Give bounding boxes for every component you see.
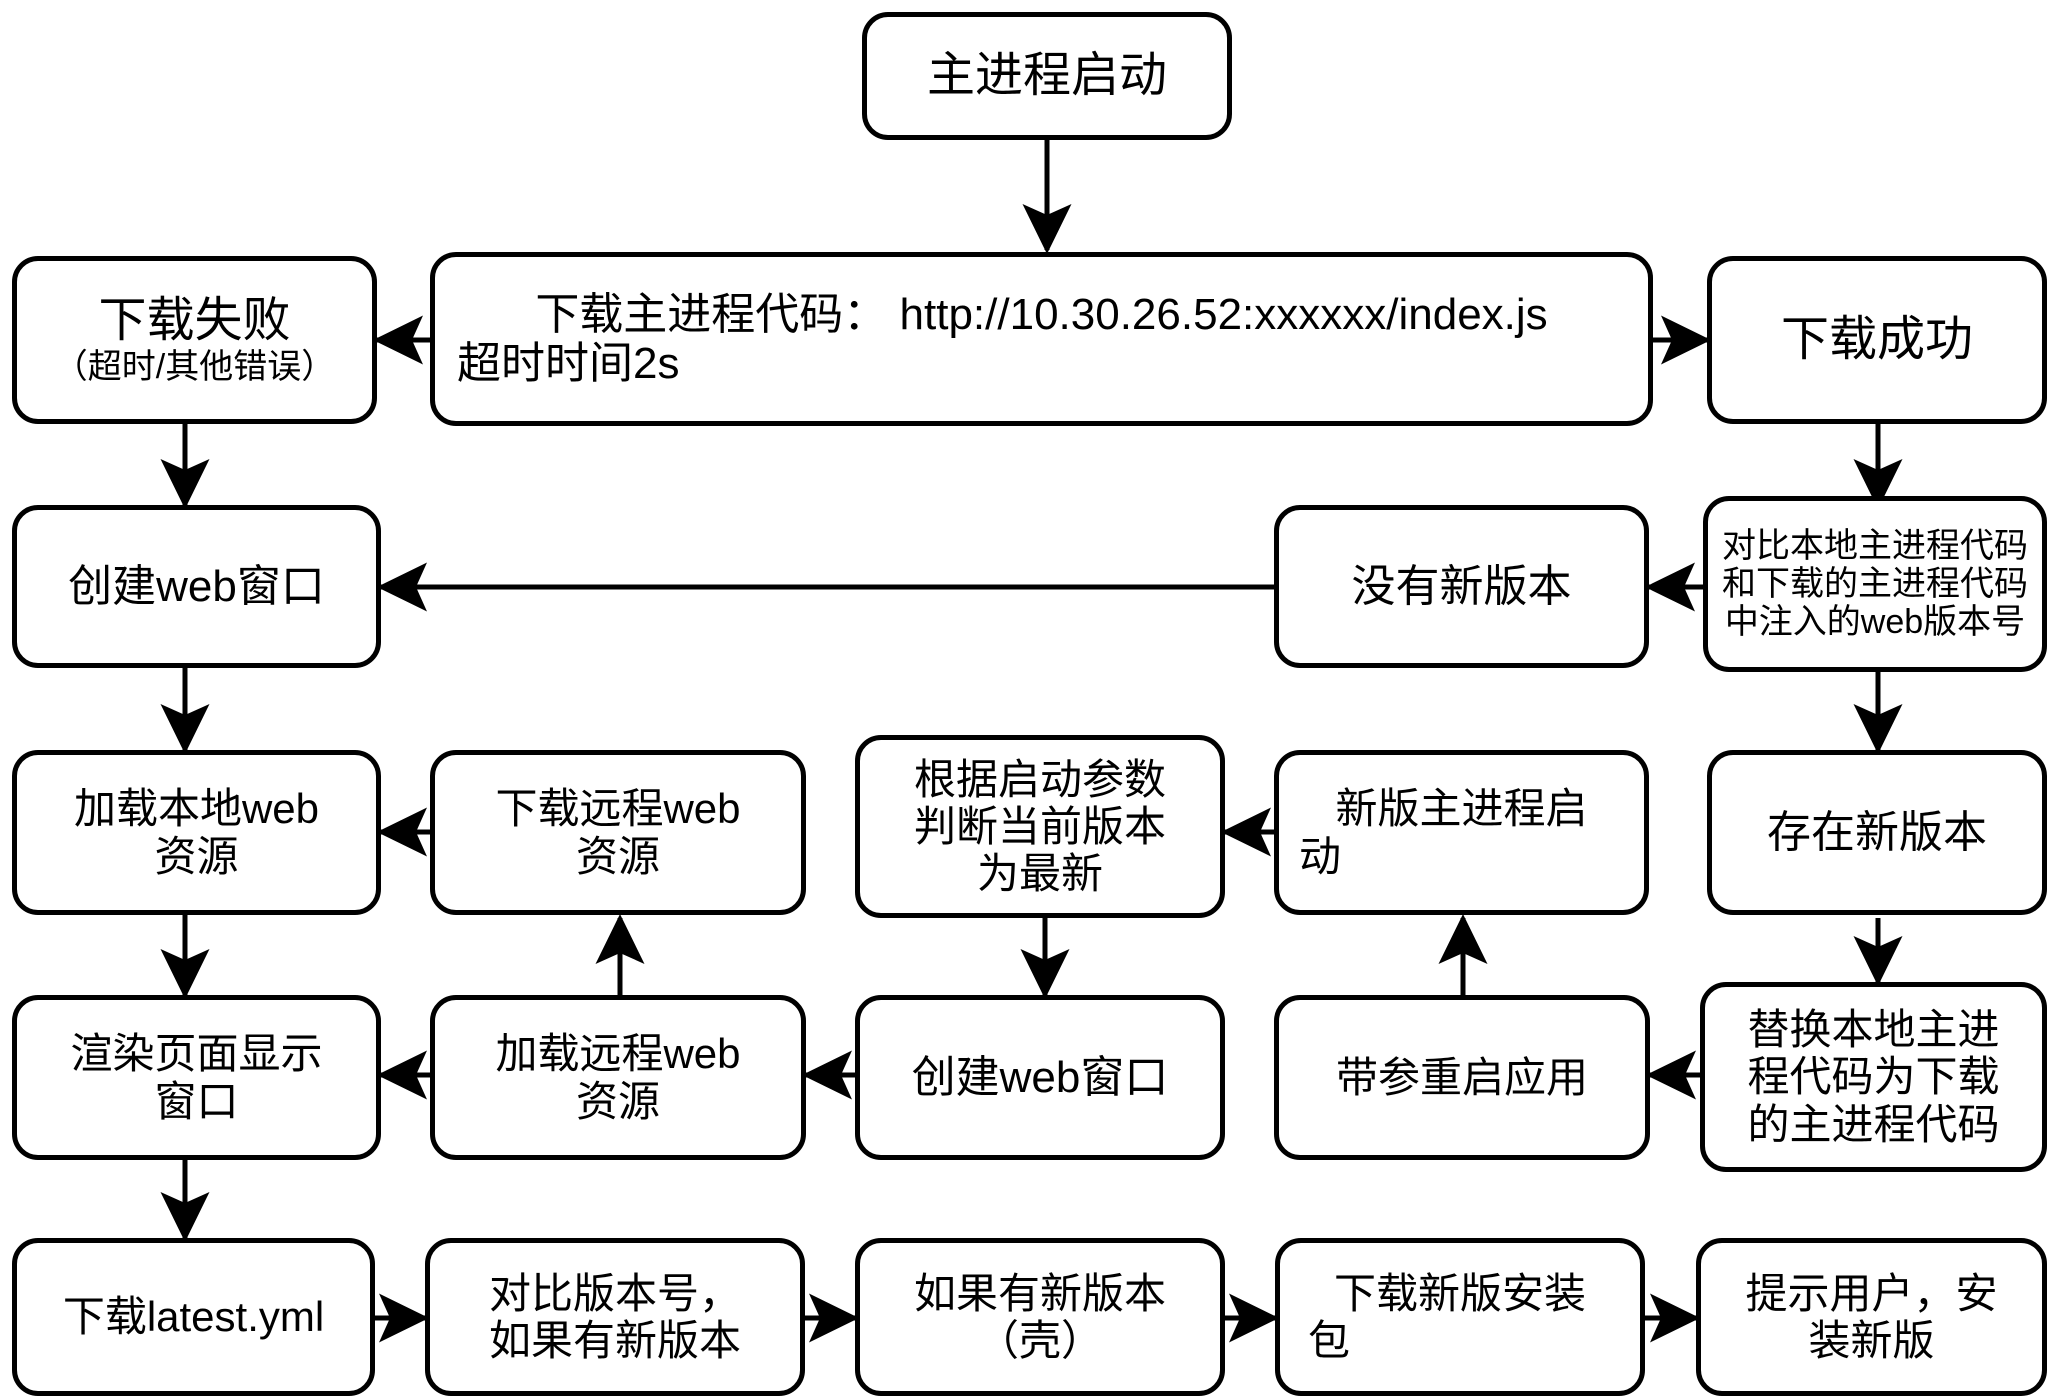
node-load-local-web[interactable]: 加载本地web 资源: [12, 750, 381, 915]
node-label: 创建web窗口: [68, 561, 325, 611]
node-label-line1: 下载新版安装: [1333, 1269, 1586, 1317]
node-label-line2: 资源: [575, 1077, 660, 1125]
node-label-line3: 为最新: [976, 850, 1103, 898]
node-new-main-start[interactable]: 新版主进程启 动: [1274, 750, 1649, 915]
node-compare-version[interactable]: 对比本地主进程代码 和下载的主进程代码 中注入的web版本号: [1703, 496, 2047, 672]
node-download-success[interactable]: 下载成功: [1707, 256, 2047, 424]
node-if-new-shell[interactable]: 如果有新版本 （壳）: [855, 1238, 1225, 1396]
node-label-line2: 程代码为下载: [1747, 1053, 2000, 1101]
node-label-line2: 判断当前版本: [913, 802, 1166, 850]
node-label-line2: 资源: [575, 832, 660, 880]
node-label: 带参重启应用: [1335, 1053, 1588, 1101]
node-label: 下载latest.yml: [62, 1293, 325, 1341]
node-create-web-window-1[interactable]: 创建web窗口: [12, 505, 381, 668]
node-render-page-window[interactable]: 渲染页面显示 窗口: [12, 995, 381, 1160]
node-label: 存在新版本: [1767, 807, 1987, 857]
node-label-line2: 窗口: [154, 1077, 239, 1125]
node-label-line1: 对比本地主进程代码: [1722, 526, 2028, 565]
node-download-latest-yml[interactable]: 下载latest.yml: [12, 1238, 375, 1396]
node-label-line3: 的主进程代码: [1747, 1100, 2000, 1148]
node-label: 下载失败: [98, 294, 291, 348]
node-main-process-start[interactable]: 主进程启动: [862, 12, 1232, 140]
node-label: 创建web窗口: [911, 1052, 1169, 1102]
node-download-main-code[interactable]: 下载主进程代码： http://10.30.26.52:xxxxxx/index…: [430, 252, 1653, 426]
node-has-new-version[interactable]: 存在新版本: [1707, 750, 2047, 915]
node-label-line3: 中注入的web版本号: [1724, 603, 2026, 642]
node-label-line2: 和下载的主进程代码: [1722, 564, 2028, 603]
node-create-web-window-2[interactable]: 创建web窗口: [855, 995, 1225, 1160]
node-replace-local-code[interactable]: 替换本地主进 程代码为下载 的主进程代码: [1700, 982, 2047, 1172]
node-label: 下载主进程代码： http://10.30.26.52:xxxxxx/index…: [535, 289, 1548, 339]
node-label-line1: 渲染页面显示: [70, 1030, 323, 1078]
node-label-line2: 动: [1299, 832, 1342, 880]
node-label-line2: （壳）: [976, 1317, 1103, 1364]
node-label: 下载成功: [1780, 313, 1973, 367]
node-label-line1: 加载远程web: [495, 1030, 741, 1078]
node-label-line1: 对比版本号，: [488, 1269, 741, 1317]
node-label-line1: 替换本地主进: [1747, 1006, 2000, 1054]
node-label-line2: 包: [1308, 1317, 1351, 1364]
node-compare-version-no[interactable]: 对比版本号， 如果有新版本: [425, 1238, 805, 1396]
node-label-line1: 下载远程web: [495, 785, 741, 833]
node-sublabel: （超时/其他错误）: [53, 347, 336, 386]
node-label-line1: 提示用户，安: [1745, 1269, 1998, 1317]
node-label-line2: 如果有新版本: [488, 1317, 741, 1364]
node-download-failed[interactable]: 下载失败 （超时/其他错误）: [12, 256, 377, 424]
node-prompt-user-install[interactable]: 提示用户，安 装新版: [1696, 1238, 2047, 1396]
node-label-line1: 新版主进程启: [1335, 785, 1588, 833]
node-label-line2: 装新版: [1808, 1317, 1935, 1364]
node-download-installer[interactable]: 下载新版安装 包: [1275, 1238, 1645, 1396]
node-download-remote-web[interactable]: 下载远程web 资源: [430, 750, 806, 915]
node-label: 没有新版本: [1351, 561, 1572, 611]
node-label-line1: 如果有新版本: [913, 1269, 1166, 1317]
node-label-line2: 超时时间2s: [457, 339, 680, 388]
node-judge-latest[interactable]: 根据启动参数 判断当前版本 为最新: [855, 735, 1225, 918]
node-restart-with-args[interactable]: 带参重启应用: [1274, 995, 1650, 1160]
node-label-line1: 加载本地web: [73, 785, 320, 833]
node-load-remote-web[interactable]: 加载远程web 资源: [430, 995, 806, 1160]
node-label-line1: 根据启动参数: [913, 755, 1166, 803]
node-no-new-version[interactable]: 没有新版本: [1274, 505, 1649, 668]
node-label-line2: 资源: [154, 832, 239, 880]
node-label: 主进程启动: [926, 49, 1167, 103]
